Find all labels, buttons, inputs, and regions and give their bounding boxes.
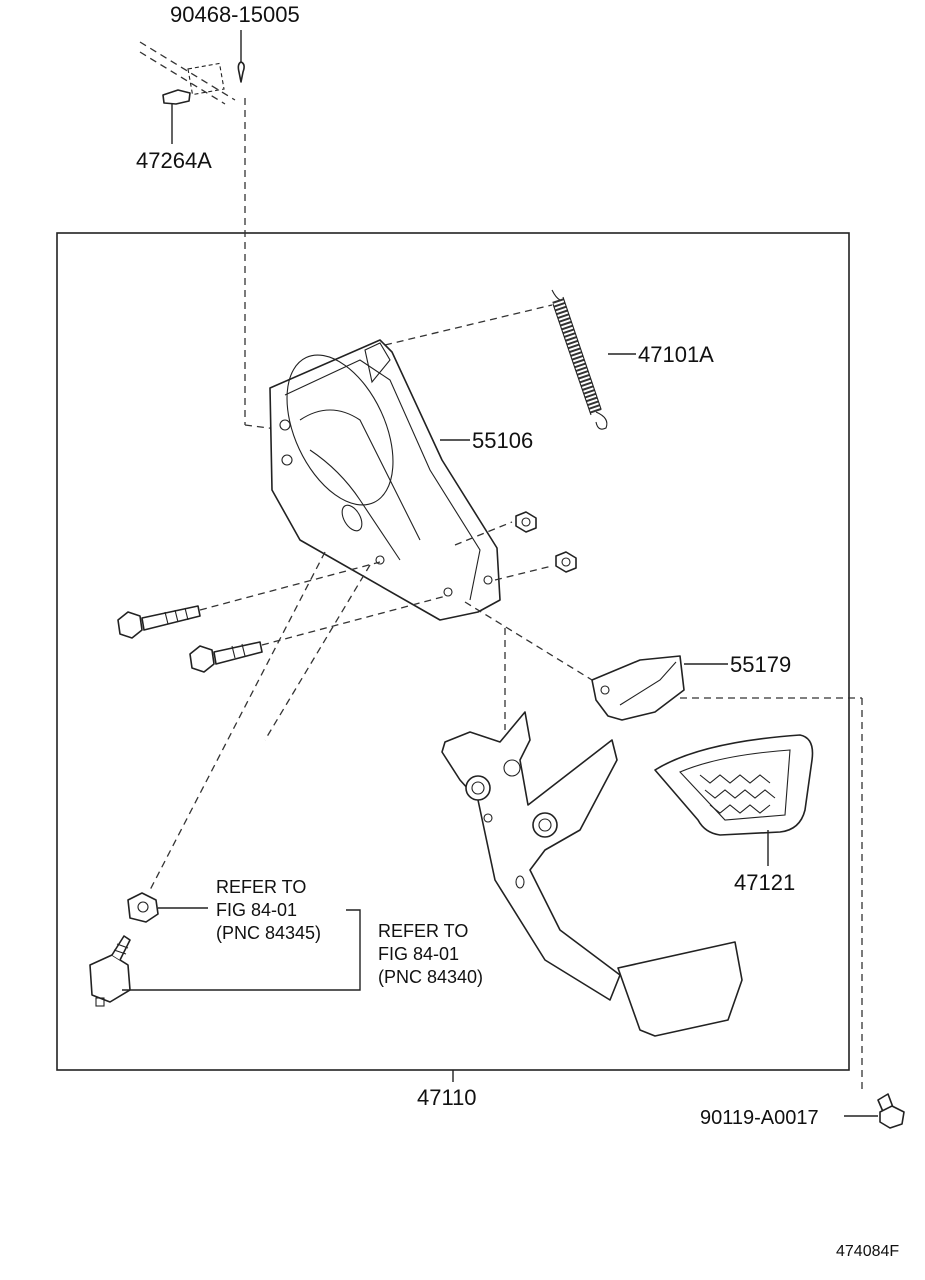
cotter-pin-part [237, 30, 245, 83]
label-55179: 55179 [730, 652, 791, 677]
ref-note-1-line-1: REFER TO [216, 877, 306, 897]
label-47101A: 47101A [638, 342, 714, 367]
return-spring-part [551, 289, 608, 430]
stop-lamp-switch-part [89, 935, 131, 1007]
leader-dash [199, 561, 381, 611]
ref-note-1-line-3: (PNC 84345) [216, 923, 321, 943]
ref-note-2-line-2: FIG 84-01 [378, 944, 459, 964]
leader-dash [149, 551, 326, 891]
leader-dash [454, 521, 513, 546]
ref-note-2-line-1: REFER TO [378, 921, 468, 941]
stopper-bracket-part [591, 655, 685, 721]
figure-code: 474084F [836, 1243, 899, 1260]
label-90468-15005: 90468-15005 [170, 2, 300, 27]
clevis-pin-part [139, 41, 236, 144]
leader-dash [384, 304, 553, 346]
brake-pedal-arm-part [441, 711, 743, 1037]
label-55106: 55106 [472, 428, 533, 453]
leader-dash [264, 564, 371, 741]
label-90119-A0017: 90119-A0017 [700, 1107, 819, 1129]
leader-dash [261, 595, 447, 646]
bolt-part [189, 641, 263, 673]
label-47264A: 47264A [136, 148, 212, 173]
nut-part [555, 551, 577, 573]
ref-note-1-line-2: FIG 84-01 [216, 900, 297, 920]
pedal-bracket-part [269, 339, 501, 621]
leader-dash [494, 565, 553, 581]
switch-clip-part [127, 892, 159, 923]
bottom-bolt-part [877, 1093, 905, 1129]
leader-dash [464, 601, 593, 681]
pedal-pad-part [654, 734, 814, 836]
label-47121: 47121 [734, 870, 795, 895]
nut-part [515, 511, 537, 533]
bolt-part [117, 605, 201, 639]
leader-line [122, 909, 361, 991]
label-47110: 47110 [417, 1085, 477, 1110]
ref-note-2-line-3: (PNC 84340) [378, 967, 483, 987]
leader-dash [244, 424, 286, 431]
